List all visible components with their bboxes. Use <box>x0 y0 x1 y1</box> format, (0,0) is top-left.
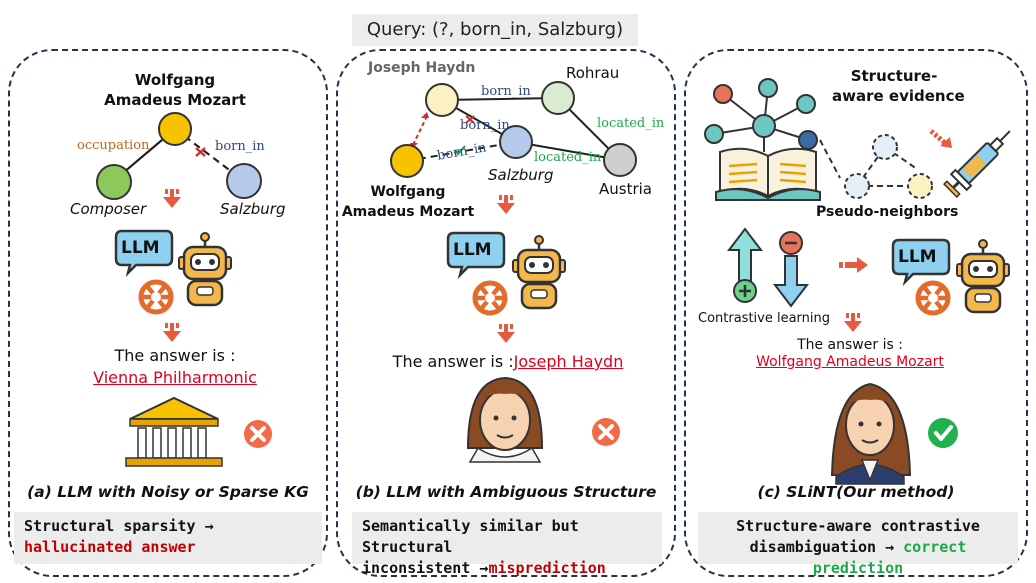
haydn-portrait-icon <box>466 376 544 463</box>
answer-value: Wolfgang Amadeus Mozart <box>756 354 944 370</box>
panel-b-frame <box>336 49 676 577</box>
llm-label: LLM <box>898 247 937 267</box>
down-arrow-icon <box>497 324 515 343</box>
entity-mozart-label: Wolfgang Amadeus Mozart <box>338 182 478 222</box>
node-haydn-label: Joseph Haydn <box>368 60 476 76</box>
edge-located-in-label: located_in <box>597 116 665 131</box>
edge-born-in-label: born_in <box>460 118 510 133</box>
title-line: aware evidence <box>832 87 965 105</box>
node-rohrau-label: Rohrau <box>566 64 620 82</box>
answer-prefix: The answer is : <box>114 346 236 365</box>
node-salzburg-label: Salzburg <box>220 200 286 218</box>
summary-b: Semantically similar but Structural inco… <box>352 512 662 577</box>
down-arrow-icon <box>163 189 181 208</box>
down-arrow-icon <box>844 313 862 332</box>
answer-block: The answer is :Joseph Haydn <box>378 352 638 371</box>
pseudo-neighbors-label: Pseudo-neighbors <box>816 204 959 220</box>
syringe-arrow-icon <box>929 129 952 148</box>
building-icon <box>125 396 223 467</box>
summary-highlight: hallucinated answer <box>24 538 196 556</box>
entity-name-line: Wolfgang <box>134 71 216 89</box>
answer-block: The answer is : Vienna Philharmonic <box>70 346 280 387</box>
node-composer-label: Composer <box>70 200 147 218</box>
evidence-graph-icon <box>704 78 818 152</box>
caption-c: (c) SLiNT(Our method) <box>757 483 955 501</box>
summary-a: Structural sparsity → hallucinated answe… <box>14 512 322 564</box>
entity-name-line: Amadeus Mozart <box>104 91 246 109</box>
summary-text: disambiguation → <box>749 538 904 556</box>
entity-name-line: Wolfgang <box>370 184 446 200</box>
entity-name-line: Amadeus Mozart <box>341 204 475 220</box>
edge-born-in-label: born_in <box>215 139 265 154</box>
llm-label: LLM <box>121 238 160 258</box>
entity-mozart-label: Wolfgang Amadeus Mozart <box>100 70 250 110</box>
minus-arrow-icon <box>772 231 810 308</box>
syringe-icon <box>943 130 1011 198</box>
node-salzburg-label: Salzburg <box>488 166 554 184</box>
summary-text: Structural sparsity → <box>24 517 214 535</box>
edge-located-in-label: located_in <box>534 150 602 165</box>
summary-c: Structure-aware contrastive disambiguati… <box>698 512 1018 577</box>
answer-value: Joseph Haydn <box>513 352 624 371</box>
title-line: Structure- <box>850 67 938 85</box>
contrastive-label: Contrastive learning <box>698 311 831 326</box>
panel-c-frame <box>684 49 1028 577</box>
mozart-portrait-icon <box>830 382 912 485</box>
caption-a: (a) LLM with Noisy or Sparse KG <box>27 483 309 501</box>
pseudo-neighbor-graph-icon <box>819 134 933 199</box>
book-icon <box>715 147 821 201</box>
summary-text: Semantically similar but Structural <box>362 517 579 556</box>
answer-value: Vienna Philharmonic <box>93 368 257 387</box>
right-arrow-icon <box>839 257 868 273</box>
node-austria-label: Austria <box>599 180 652 198</box>
panel-a-frame <box>8 49 328 577</box>
summary-highlight: correct prediction <box>812 538 967 577</box>
caption-b: (b) LLM with Ambiguous Structure <box>355 483 657 501</box>
down-arrow-icon <box>497 195 515 214</box>
answer-block: The answer is : Wolfgang Amadeus Mozart <box>730 337 970 370</box>
edge-occupation-label: occupation <box>77 138 150 153</box>
summary-text: Structure-aware contrastive <box>736 517 980 535</box>
answer-prefix: The answer is : <box>797 337 903 353</box>
down-arrow-icon <box>163 323 181 342</box>
answer-prefix: The answer is : <box>392 352 514 371</box>
edge-born-in-label: born_in <box>481 84 531 99</box>
plus-arrow-icon <box>726 227 764 303</box>
summary-text: inconsistent → <box>362 559 489 577</box>
evidence-title: Structure- aware evidence <box>832 66 965 106</box>
llm-label: LLM <box>453 240 492 260</box>
summary-highlight: misprediction <box>488 559 606 577</box>
query-label: Query: (?, born_in, Salzburg) <box>352 14 638 46</box>
